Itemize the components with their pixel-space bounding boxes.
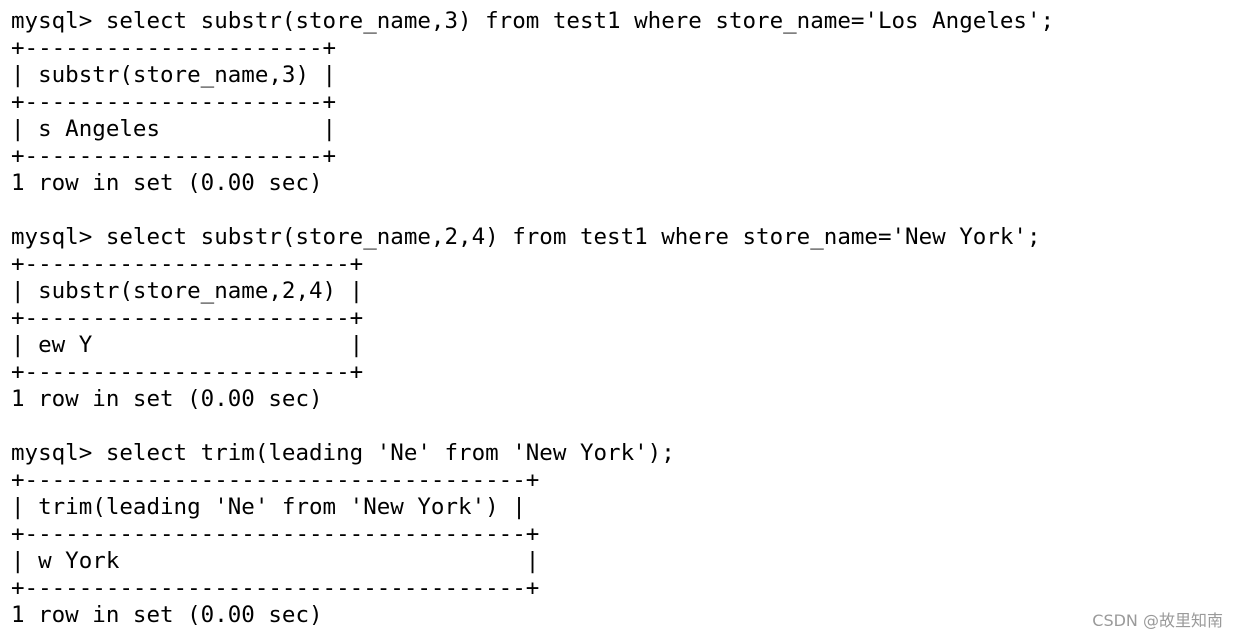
table-border: +----------------------+: [11, 143, 337, 169]
table-border: +------------------------+: [11, 359, 364, 385]
table-row: | s Angeles |: [11, 116, 337, 142]
blank-line: [11, 197, 1239, 224]
command-line-2: mysql> select substr(store_name,2,4) fro…: [11, 224, 1041, 250]
blank-line: [11, 413, 1239, 440]
table-border: +----------------------+: [11, 35, 337, 61]
table-border: +-------------------------------------+: [11, 467, 540, 493]
watermark-label: CSDN @故里知南: [1092, 611, 1223, 630]
command-line-3: mysql> select trim(leading 'Ne' from 'Ne…: [11, 440, 675, 466]
table-border: +------------------------+: [11, 251, 364, 277]
table-row: | ew Y |: [11, 332, 364, 358]
result-summary: 1 row in set (0.00 sec): [11, 602, 323, 628]
result-summary: 1 row in set (0.00 sec): [11, 170, 323, 196]
table-row: | w York |: [11, 548, 540, 574]
table-border: +-------------------------------------+: [11, 575, 540, 601]
result-summary: 1 row in set (0.00 sec): [11, 386, 323, 412]
table-header: | substr(store_name,2,4) |: [11, 278, 364, 304]
table-border: +-------------------------------------+: [11, 521, 540, 547]
table-header: | substr(store_name,3) |: [11, 62, 337, 88]
table-border: +----------------------+: [11, 89, 337, 115]
command-line-1: mysql> select substr(store_name,3) from …: [11, 8, 1055, 34]
table-border: +------------------------+: [11, 305, 364, 331]
table-header: | trim(leading 'Ne' from 'New York') |: [11, 494, 526, 520]
